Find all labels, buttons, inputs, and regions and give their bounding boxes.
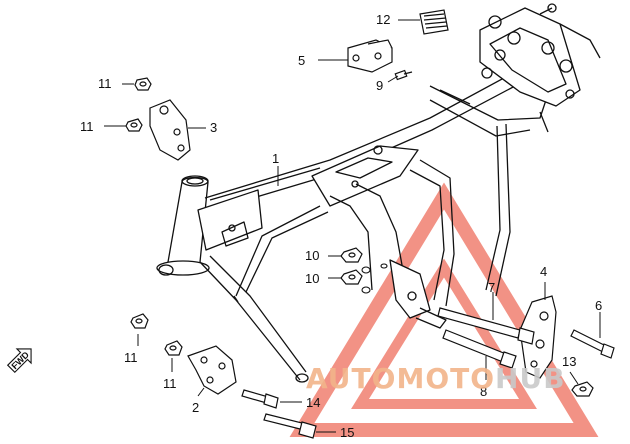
callout-12: 12 <box>376 12 390 27</box>
callout-10: 10 <box>305 271 319 286</box>
callout-6: 6 <box>595 298 602 313</box>
part-10-nut-b <box>340 269 363 285</box>
forward-arrow-indicator: FWD <box>6 348 32 374</box>
callout-13: 13 <box>562 354 576 369</box>
callout-10: 10 <box>305 248 319 263</box>
part-11-nut-d <box>164 340 183 356</box>
callout-1: 1 <box>272 151 279 166</box>
callout-3: 3 <box>210 120 217 135</box>
part-6-bolt <box>570 329 615 359</box>
part-11-nut-c <box>130 313 149 329</box>
callout-9: 9 <box>376 78 383 93</box>
callout-11: 11 <box>98 76 112 91</box>
callout-14: 14 <box>306 395 320 410</box>
leader-lines <box>104 19 601 433</box>
part-12-latch <box>419 9 449 35</box>
part-3-hanger-plate <box>149 99 191 161</box>
callout-4: 4 <box>540 264 547 279</box>
watermark-moto: MOTO <box>396 362 495 395</box>
small-washers <box>361 263 388 294</box>
part-9-bolt <box>394 69 413 81</box>
forward-arrow-icon <box>6 348 32 374</box>
callout-numbers: 12 5 9 11 11 3 1 10 10 4 7 6 11 11 13 2 … <box>80 12 602 440</box>
callout-8: 8 <box>480 384 487 399</box>
callout-5: 5 <box>298 53 305 68</box>
callout-2: 2 <box>192 400 199 415</box>
watermark-auto: AUTO <box>306 362 396 395</box>
callout-7: 7 <box>488 280 495 295</box>
part-10-nut-a <box>340 247 363 263</box>
part-2-engine-plate <box>187 345 237 395</box>
callout-11: 11 <box>163 376 177 391</box>
callout-11: 11 <box>124 350 138 365</box>
callout-15: 15 <box>340 425 354 440</box>
part-5-bracket <box>347 39 393 73</box>
part-11-nut-b <box>125 118 143 132</box>
part-15-bolt <box>263 413 317 439</box>
callout-11: 11 <box>80 119 94 134</box>
watermark-logo <box>289 182 599 437</box>
part-4-bracket <box>519 295 557 379</box>
part-11-nut-a <box>134 77 152 91</box>
watermark-hub: HUB <box>495 362 566 395</box>
part-7-long-bolt <box>437 307 535 345</box>
svg-text:AUTOMOTOHUB: AUTOMOTOHUB <box>306 362 566 395</box>
part-8-long-bolt <box>442 329 517 369</box>
part-14-bolt <box>241 389 279 409</box>
main-frame <box>156 3 601 383</box>
part-13-nut <box>571 381 594 397</box>
watermark-text: AUTOMOTOHUB <box>306 362 566 395</box>
